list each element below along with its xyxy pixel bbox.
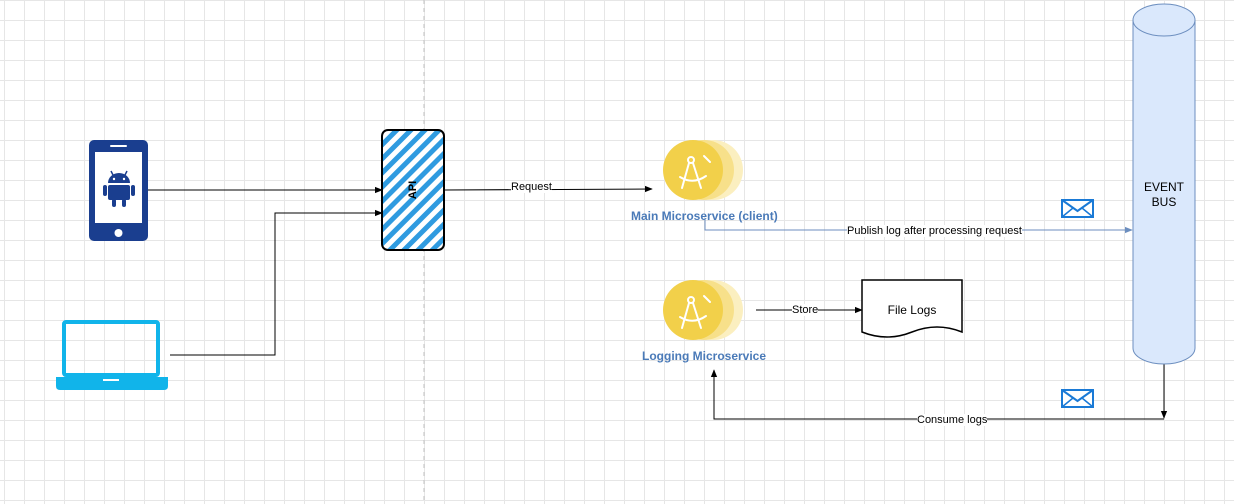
laptop-icon[interactable] xyxy=(56,320,168,390)
android-phone-icon[interactable] xyxy=(89,140,148,241)
publish-envelope-icon xyxy=(1061,199,1094,218)
edge-label-publish: Publish log after processing request xyxy=(847,225,1022,237)
event-bus-label: EVENT BUS xyxy=(1133,180,1195,210)
event-bus-node[interactable] xyxy=(1132,3,1196,365)
logging-service-label: Logging Microservice xyxy=(642,349,767,363)
consume-envelope-icon xyxy=(1061,389,1094,408)
logging-service-compass-icon[interactable] xyxy=(663,280,743,340)
api-label: API xyxy=(407,180,419,200)
edge-consume-return[interactable] xyxy=(710,369,1164,420)
event-bus-label-line1: EVENT xyxy=(1143,180,1184,194)
android-logo-icon xyxy=(103,170,135,207)
edge-laptop-to-api[interactable] xyxy=(170,209,383,356)
api-gateway-node[interactable] xyxy=(381,129,445,251)
main-service-label: Main Microservice (client) xyxy=(631,209,778,223)
event-bus-label-line2: BUS xyxy=(1151,195,1177,209)
file-logs-node[interactable] xyxy=(861,279,963,338)
edge-label-request: Request xyxy=(511,181,552,193)
file-logs-label: File Logs xyxy=(887,303,937,317)
edge-label-consume: Consume logs xyxy=(917,414,988,426)
edge-label-store: Store xyxy=(792,304,819,316)
main-service-compass-icon[interactable] xyxy=(663,140,743,200)
